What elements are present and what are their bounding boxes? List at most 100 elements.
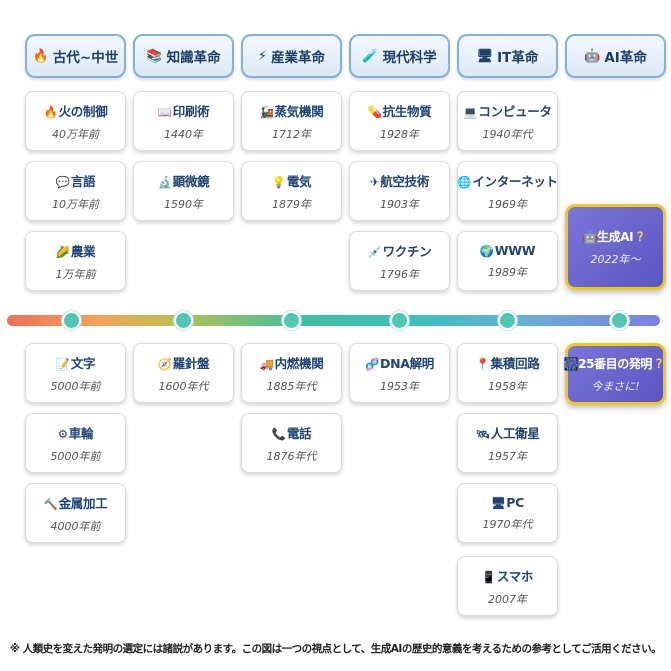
compass-icon: 🧭 [157,356,172,371]
invention-title: WWW [494,242,536,258]
invention-date: 2007年 [488,592,527,606]
invention-date: 1970年代 [482,517,533,531]
books-icon: 📚 [146,48,163,64]
era-header-industrial: ⚡産業革命 [241,34,342,78]
invention-card-computer: 💻コンピュータ 1940年代 [457,91,558,151]
timeline-dot [62,311,81,330]
invention-title: PC [506,494,525,510]
gear-icon: ⚙ [57,426,68,441]
era-header-label: AI革命 [604,50,647,66]
globe-network-icon: 🌐 [457,174,472,189]
era-header-it: 🖥IT革命 [457,34,558,78]
timeline-dot [282,311,301,330]
invention-title: 車輪 [68,425,94,441]
invention-card-generative-ai: 🤖生成AI ？ 2022年～ [565,204,666,290]
dna-icon: 🧬 [364,356,379,371]
invention-date: 1940年代 [482,127,533,141]
invention-date: 1440年 [164,127,203,141]
invention-date: 1989年 [488,265,527,279]
smartphone-icon: 📱 [481,569,496,584]
invention-card-microscope: 🔬顕微鏡 1590年 [133,161,234,221]
invention-title: 印刷術 [172,103,210,119]
timeline-dot [610,311,629,330]
invention-card-antibiotics: 💊抗生物質 1928年 [349,91,450,151]
question-mark: ？ [636,229,649,244]
invention-card-internet: 🌐インターネット 1969年 [457,161,558,221]
invention-date: 1928年 [380,127,419,141]
hammer-icon: 🔨 [43,496,58,511]
invention-title: コンピュータ [478,103,552,119]
airplane-icon: ✈ [369,174,380,189]
era-header-label: 知識革命 [166,50,221,66]
era-header-ancient: 🔥古代~中世 [25,34,126,78]
robot-icon: 🤖 [582,229,597,244]
invention-title: 蒸気機関 [274,103,324,119]
invention-date: 1600年代 [158,379,209,393]
era-header-label: 古代~中世 [52,50,119,66]
timeline-dot [174,311,193,330]
globe-icon: 🌍 [479,243,494,258]
satellite-icon: 🛰 [475,426,490,441]
invention-date: 1885年代 [266,379,317,393]
light-bulb-icon: 💡 [271,174,286,189]
invention-title: インターネット [472,173,558,189]
invention-card-integrated-circuit: 📍集積回路 1958年 [457,343,558,403]
invention-card-www: 🌍WWW 1989年 [457,231,558,291]
invention-card-aviation: ✈航空技術 1903年 [349,161,450,221]
invention-title: 文字 [70,355,96,371]
invention-card-dna: 🧬DNA解明 1953年 [349,343,450,403]
invention-card-25th: 🎆25番目の発明 ？ 今まさに! [564,343,668,405]
invention-title: 集積回路 [490,355,540,371]
invention-title: 内燃機関 [274,355,324,371]
pill-icon: 💊 [367,104,382,119]
telephone-icon: 📞 [271,426,286,441]
invention-title: 電話 [286,425,312,441]
locomotive-icon: 🚂 [259,104,274,119]
invention-date: 40万年前 [52,127,99,141]
computer-icon: 🖥 [476,48,494,64]
invention-date: 1903年 [380,197,419,211]
invention-card-wheel: ⚙車輪 5000年前 [25,413,126,473]
footnote: ※ 人類史を変えた発明の選定には諸説があります。この図は一つの視点として、生成A… [9,643,662,655]
invention-date: 4000年前 [50,519,101,533]
invention-date: 1879年 [272,197,311,211]
robot-icon: 🤖 [584,48,601,64]
syringe-icon: 💉 [367,244,382,259]
invention-date: 1876年代 [266,449,317,463]
pin-icon: 📍 [475,356,490,371]
invention-card-metalworking: 🔨金属加工 4000年前 [25,483,126,543]
question-mark: ？ [655,356,668,371]
invention-title: 顕微鏡 [172,173,210,189]
invention-card-agriculture: 🌽農業 1万年前 [25,231,126,291]
invention-date: 2022年～ [590,252,641,266]
truck-icon: 🚚 [259,356,274,371]
invention-card-steam-engine: 🚂蒸気機関 1712年 [241,91,342,151]
invention-title: 抗生物質 [382,103,432,119]
invention-card-electricity: 💡電気 1879年 [241,161,342,221]
invention-title: 金属加工 [58,495,108,511]
era-header-label: IT革命 [497,50,539,66]
corn-icon: 🌽 [55,244,70,259]
invention-date: 1万年前 [55,267,96,281]
era-header-modern-science: 🧪現代科学 [349,34,450,78]
invention-date: 10万年前 [52,197,99,211]
timeline-dot [390,311,409,330]
invention-title: 25番目の発明 [578,356,653,371]
fire-icon: 🔥 [43,104,58,119]
era-header-ai: 🤖AI革命 [565,34,666,78]
invention-card-satellite: 🛰人工衛星 1957年 [457,413,558,473]
era-header-label: 現代科学 [382,50,437,66]
invention-title: ワクチン [382,243,432,259]
invention-card-language: 💬言語 10万年前 [25,161,126,221]
invention-date: 1712年 [272,127,311,141]
timeline-dot [498,311,517,330]
invention-title: 生成AI [597,229,634,244]
invention-subtitle: 今まさに! [591,379,640,393]
speech-bubble-icon: 💬 [55,174,70,189]
invention-title: 羅針盤 [172,355,210,371]
invention-date: 1590年 [164,197,203,211]
timeline-bar [7,315,660,326]
invention-card-printing: 📖印刷術 1440年 [133,91,234,151]
invention-date: 1958年 [488,379,527,393]
memo-icon: 📝 [55,356,70,371]
